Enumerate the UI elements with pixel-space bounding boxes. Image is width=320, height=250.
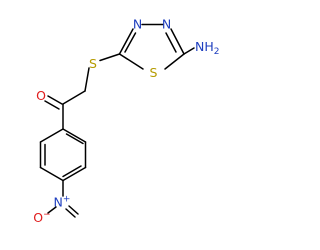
atom-thioether-s: S	[89, 56, 97, 71]
atom-ring-n-right: N	[162, 17, 171, 32]
bond-nitro-n-o-left	[47, 206, 57, 214]
bond-c2-n3	[118, 28, 134, 55]
atom-ketone-o: O	[36, 88, 46, 103]
molecule-structure: N N NH2 S S O N+ O−	[33, 17, 219, 226]
bond-co-o-double	[44, 100, 60, 110]
atom-labels: N N NH2 S S O N+ O−	[33, 17, 219, 226]
bond-c2-n3-inner	[124, 32, 137, 53]
bond-nitro-n-o-right	[68, 205, 79, 215]
bond-ring-c1-c2	[62, 128, 87, 143]
bond-s1-c2	[118, 53, 144, 70]
atom-nitro-o: O−	[33, 210, 50, 225]
bond-c5-s1	[164, 53, 185, 70]
bond-n4-c5-inner	[165, 32, 177, 53]
bond-ch2-co	[62, 90, 86, 105]
atom-ring-n-left: N	[133, 17, 142, 32]
bond-ring-c1-c2-inner	[65, 133, 84, 145]
bond-co-o	[47, 95, 63, 105]
atom-nitro-n: N+	[54, 195, 71, 210]
bond-c5-nh2	[183, 47, 195, 55]
bonds	[39, 23, 195, 218]
atom-ring-s: S	[150, 65, 158, 80]
bond-c2-s	[99, 53, 121, 62]
bond-nitro-n-o-right-double	[65, 208, 76, 218]
atom-amine: NH2	[195, 39, 219, 57]
bond-ring-c3-c4-inner	[62, 165, 82, 178]
bond-s-ch2	[84, 67, 90, 92]
bond-ring-c4-c5	[39, 166, 64, 182]
bond-n4-c5	[170, 28, 185, 55]
bond-ring-c6-c1	[39, 128, 64, 143]
bond-ring-c3-c4	[62, 166, 87, 182]
